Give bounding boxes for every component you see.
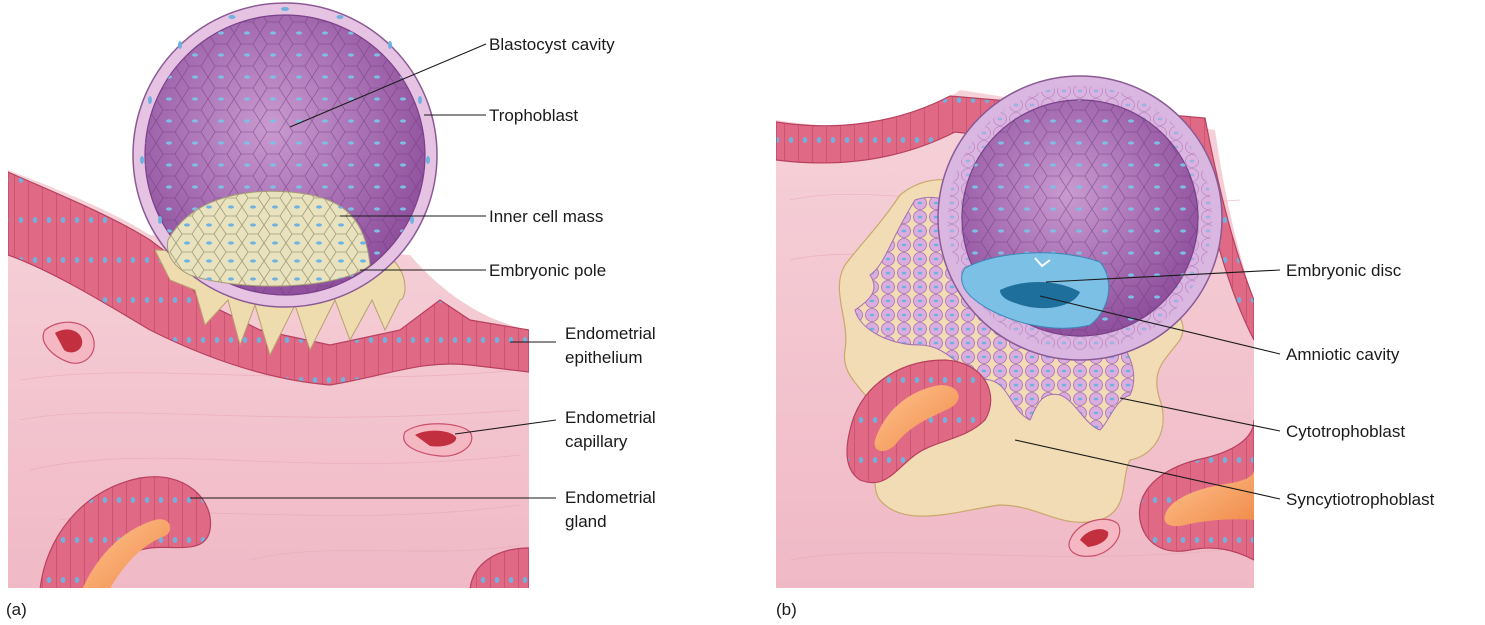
label-endometrial-gland-line2: gland (565, 512, 607, 531)
blastocyst-b (938, 76, 1222, 360)
label-endometrial-epithelium-line2: epithelium (565, 348, 643, 367)
label-endometrial-capillary-line1: Endometrial (565, 408, 656, 427)
label-endometrial-capillary-line2: capillary (565, 432, 628, 451)
label-inner-cell-mass: Inner cell mass (489, 207, 603, 226)
label-syncytiotrophoblast: Syncytiotrophoblast (1286, 490, 1435, 509)
label-embryonic-pole: Embryonic pole (489, 261, 606, 280)
label-endometrial-gland-line1: Endometrial (565, 488, 656, 507)
label-amniotic-cavity: Amniotic cavity (1286, 345, 1400, 364)
caption-a: (a) (6, 600, 27, 619)
label-cytotrophoblast: Cytotrophoblast (1286, 422, 1405, 441)
blastocyst-a (133, 3, 437, 307)
label-blastocyst-cavity: Blastocyst cavity (489, 35, 615, 54)
label-trophoblast: Trophoblast (489, 106, 578, 125)
caption-b: (b) (776, 600, 797, 619)
label-endometrial-epithelium-line1: Endometrial (565, 324, 656, 343)
label-embryonic-disc: Embryonic disc (1286, 261, 1402, 280)
